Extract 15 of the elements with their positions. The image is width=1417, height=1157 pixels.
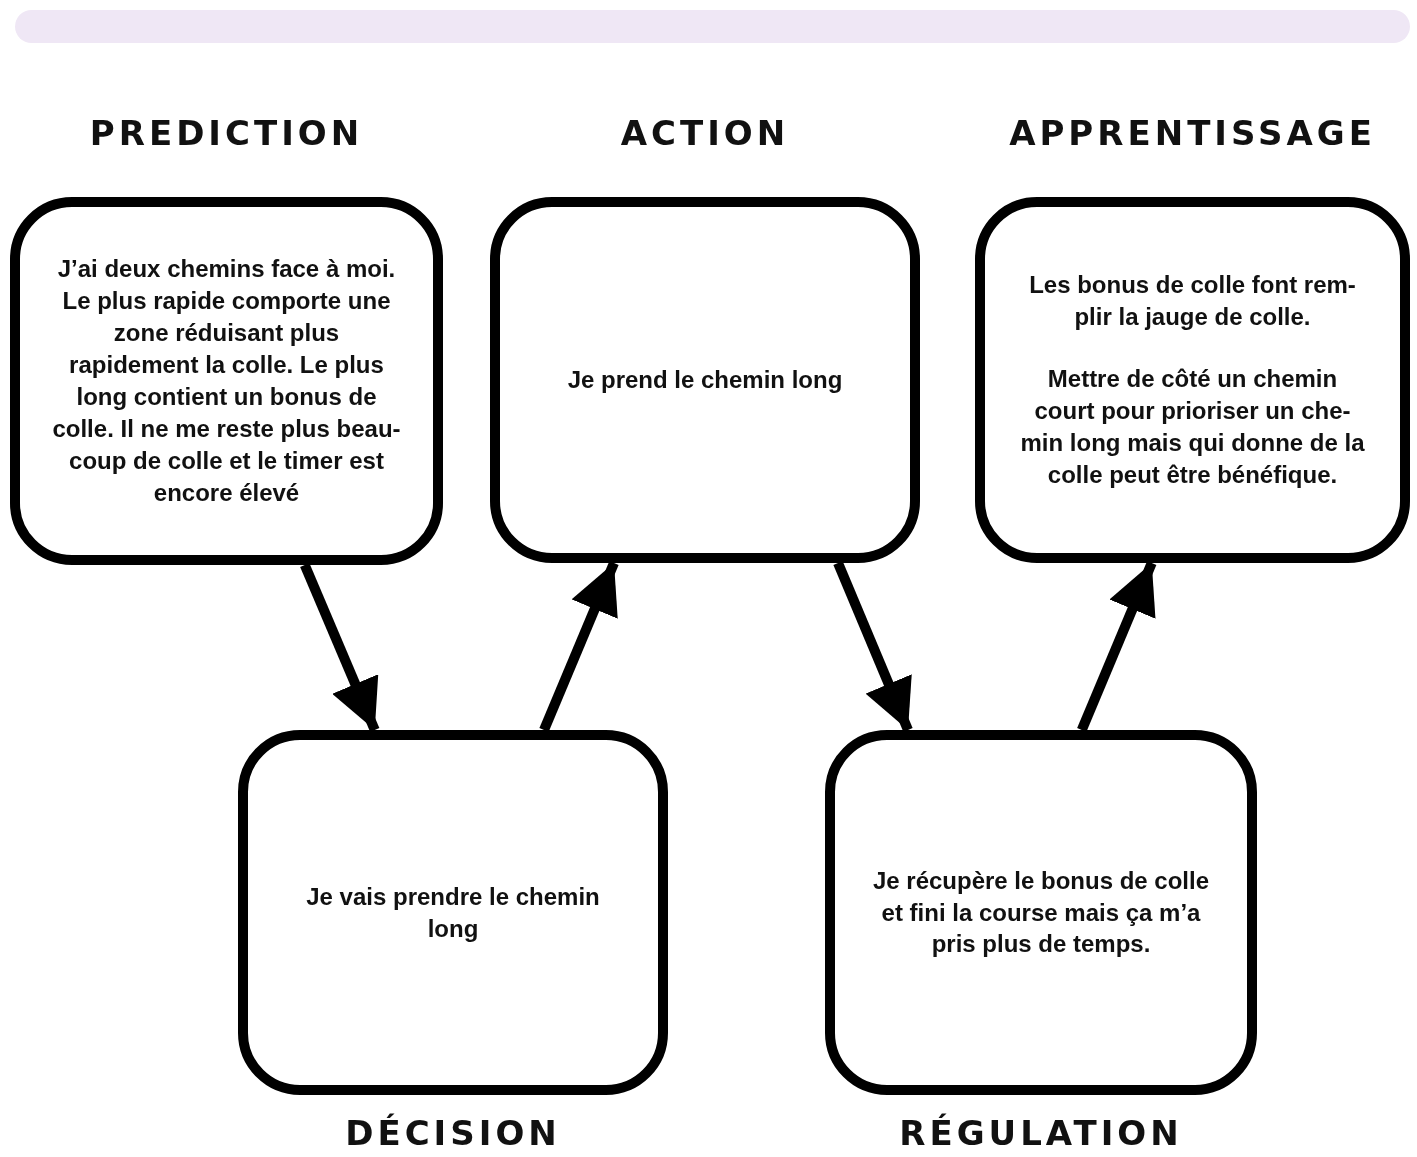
arrow (1077, 561, 1157, 732)
arrow (300, 563, 380, 732)
stage-heading: RÉGULATION (898, 1113, 1184, 1153)
stage-heading: PREDICTION (88, 113, 365, 153)
box-text: Je vais prendre le chemin long (305, 881, 601, 944)
box-text: Mettre de côté un chemin court pour prioriser un che-min long mais qui donne de la colle peut être bénéfique. (1019, 364, 1366, 490)
box-text: J’ai deux chemins face à moi. Le plus rapide comporte une zone réduisant plus rapidement la colle. Le plus long contient un bonus de colle. Il ne me reste plus beau-coup de colle et le timer est encore élevé (51, 254, 402, 508)
stage-heading: DÉCISION (344, 1113, 562, 1153)
box-text: Les bonus de colle font rem-plir la jauge de colle. (1028, 270, 1357, 333)
stage-heading: APPRENTISSAGE (1008, 113, 1377, 153)
arrow (833, 561, 913, 732)
box-text: Je récupère le bonus de colle et fini la course mais ça m’a pris plus de temps. (871, 865, 1211, 960)
stage-heading: ACTION (619, 113, 791, 153)
arrow (539, 561, 619, 732)
box-text: Je prend le chemin long (567, 365, 843, 396)
